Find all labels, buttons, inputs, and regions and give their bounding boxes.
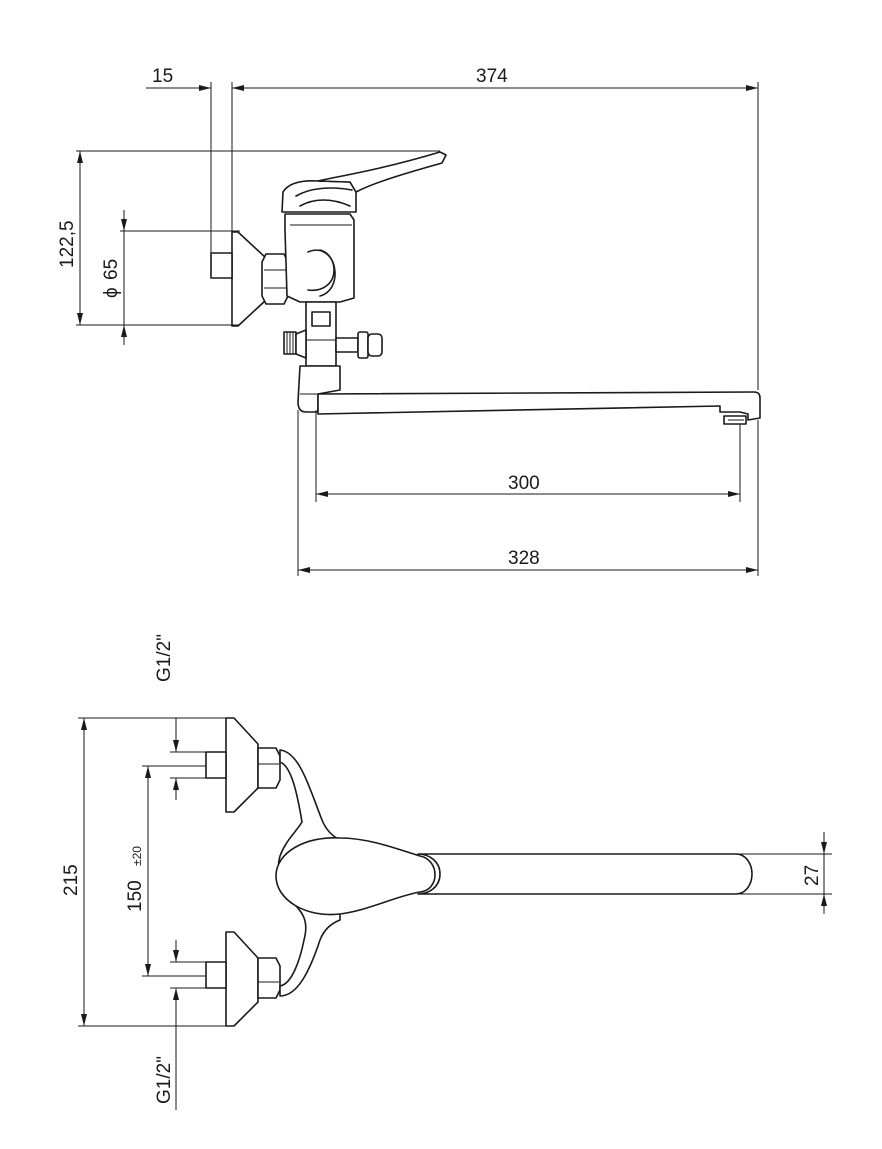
top-view: 215 150 ±20 G1/2" G1/2" 27 [61, 634, 832, 1110]
upper-hex-nut [257, 747, 281, 789]
lower-flange [225, 931, 259, 1027]
dim-300-label: 300 [508, 473, 540, 494]
dim-65-label: 65 [101, 259, 122, 280]
thread-bottom-label: G1/2" [154, 1056, 175, 1104]
mixer-body [284, 213, 355, 303]
spout-top [417, 853, 753, 895]
upper-flange [225, 717, 259, 813]
lower-hex-nut [257, 957, 281, 999]
spout-base [297, 365, 341, 413]
spout [317, 391, 761, 421]
central-body [275, 837, 436, 916]
lever-handle [317, 151, 447, 193]
thread-top-label: G1/2" [154, 634, 175, 682]
hex-nut [261, 253, 289, 305]
dim-27-label: 27 [802, 865, 823, 886]
dim-374-label: 374 [476, 66, 508, 87]
diverter-stem [335, 337, 359, 353]
upper-inlet-stub [205, 751, 227, 779]
dim-tolerance-label: ±20 [130, 846, 144, 866]
dim-215-label: 215 [61, 864, 82, 896]
lever-cap [281, 180, 357, 213]
lower-inlet-stub [205, 961, 227, 989]
dim-122-5-label: 122,5 [57, 220, 78, 268]
dim-15-label: 15 [152, 66, 173, 87]
dim-diameter-symbol: ϕ [101, 287, 122, 298]
side-view: 15 374 122,5 ϕ 65 300 328 [57, 66, 761, 576]
dim-150-label: 150 [125, 880, 146, 912]
dim-328-label: 328 [508, 548, 540, 569]
wall-inlet-stub [210, 252, 233, 279]
diverter-knob [357, 331, 369, 359]
wall-flange [231, 231, 267, 327]
